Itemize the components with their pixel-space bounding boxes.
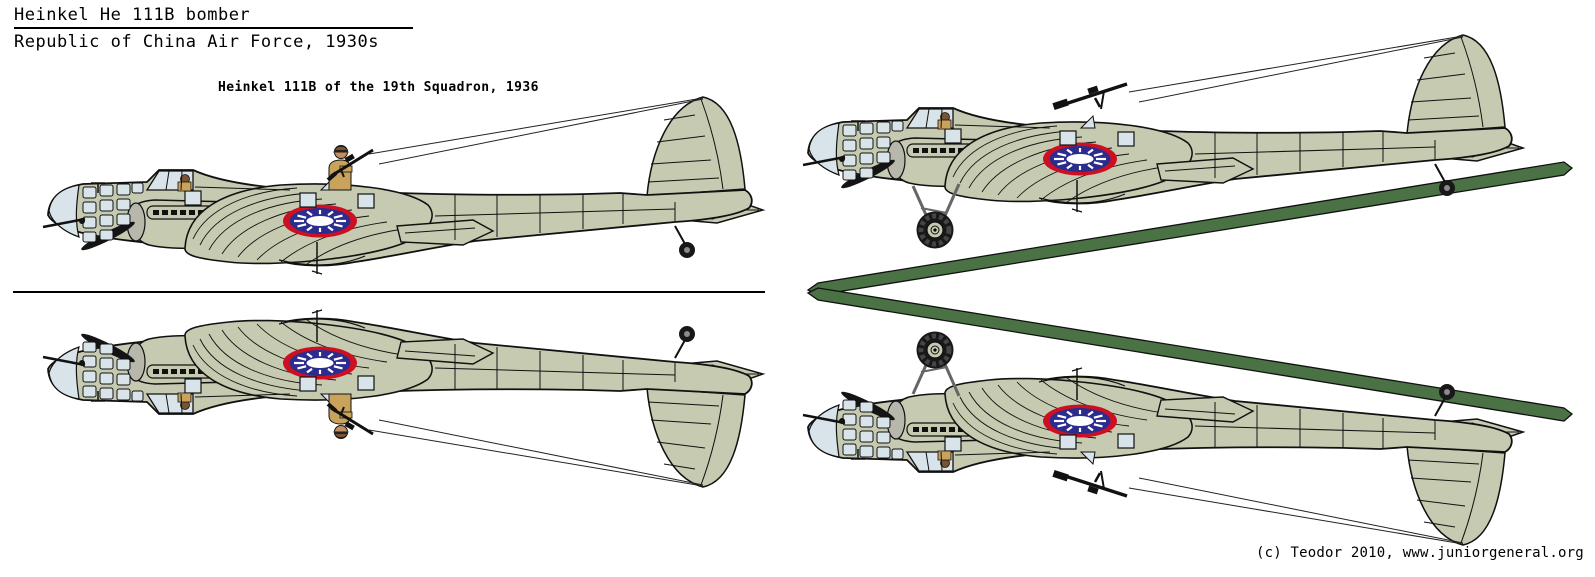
aircraft-profile-top-right xyxy=(801,33,1525,249)
copyright-credit: (c) Teodor 2010, www.juniorgeneral.org xyxy=(1256,545,1584,561)
aircraft-profile-bottom-right xyxy=(801,332,1525,547)
title-block: Heinkel He 111B bomber Republic of China… xyxy=(14,5,413,52)
aircraft-profile-bottom-left xyxy=(41,308,765,489)
sheet-subtitle: Republic of China Air Force, 1930s xyxy=(14,32,379,52)
wing-strip-lower xyxy=(806,287,1574,422)
squadron-caption: Heinkel 111B of the 19th Squadron, 1936 xyxy=(218,80,539,95)
sheet-title: Heinkel He 111B bomber xyxy=(14,5,413,29)
aircraft-profile-top-left xyxy=(41,95,765,276)
